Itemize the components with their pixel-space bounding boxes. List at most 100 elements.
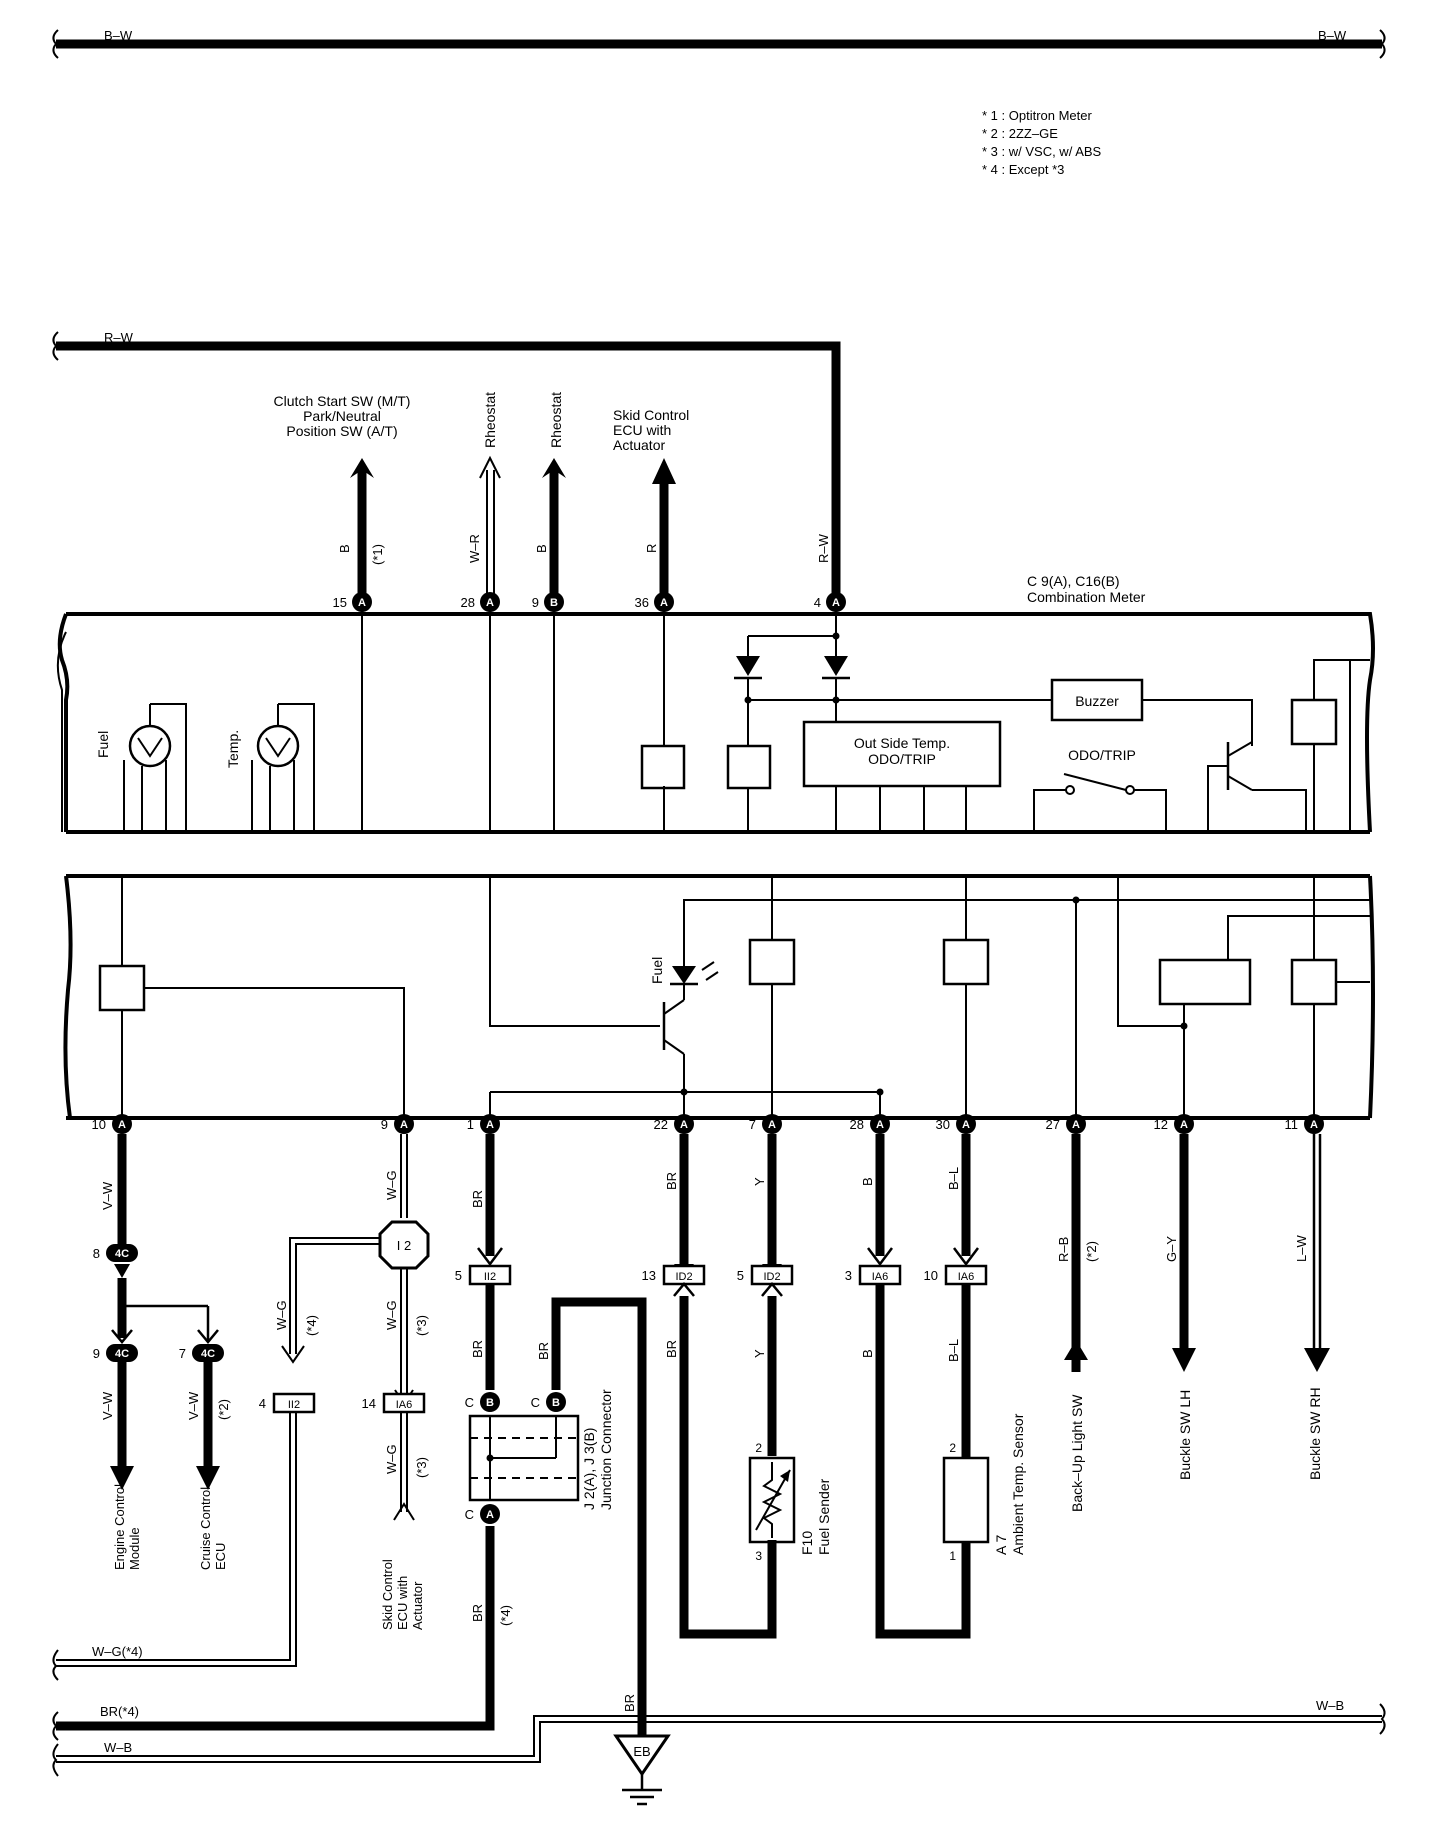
svg-text:A: A [486, 1119, 494, 1131]
wire-color: R–B [1056, 1237, 1071, 1262]
note-2: * 2 : 2ZZ–GE [982, 126, 1058, 141]
wire-color: V–W [100, 1181, 115, 1210]
arrow-up-icon [652, 458, 676, 484]
wire-color: V–W [186, 1391, 201, 1420]
svg-text:A: A [962, 1119, 970, 1131]
bottom-buses: W–G(*4) BR(*4) W–B W–B EB [52, 1644, 1386, 1806]
arrow-down-icon [110, 1466, 134, 1490]
fuel-sender: 2 3 F10 Fuel Sender [748, 1441, 832, 1563]
diode-icon [824, 656, 848, 676]
outside-temp-box [802, 720, 1002, 788]
cruise-ecu-label: ECU [213, 1543, 228, 1570]
buzzer-label: Buzzer [1075, 693, 1119, 709]
svg-text:A: A [1180, 1119, 1188, 1131]
bottom-wiring: V–W 4C 8 4C 9 4C 7 V–W V–W (*2) Engine C… [56, 1134, 1330, 1736]
pin-number: 5 [455, 1268, 462, 1283]
svg-text:I 2: I 2 [397, 1238, 411, 1253]
ground-label: EB [633, 1744, 650, 1759]
park-neutral-label: Park/Neutral [303, 408, 381, 424]
outside-temp-label: Out Side Temp. [854, 735, 950, 751]
note-1: * 1 : Optitron Meter [982, 108, 1092, 123]
meter-connector-label: C 9(A), C16(B) [1027, 573, 1120, 589]
top-labels: Clutch Start SW (M/T) Park/Neutral Posit… [274, 392, 690, 453]
wire-color: BR [536, 1342, 551, 1360]
pin-number: 13 [642, 1268, 656, 1283]
arrow-down-icon [196, 1466, 220, 1490]
svg-text:A: A [486, 597, 494, 609]
wire-color: B [534, 544, 549, 553]
ambient-sensor-label: Ambient Temp. Sensor [1010, 1413, 1026, 1555]
svg-text:3: 3 [755, 1549, 762, 1563]
wire-color: Y [752, 1349, 767, 1358]
svg-text:II2: II2 [288, 1399, 300, 1411]
temp-gauge-icon [256, 724, 300, 768]
ecm-label: Engine Control [112, 1484, 127, 1570]
wire-color: W–G [384, 1170, 399, 1200]
skid-ecu-label: ECU with [613, 422, 671, 438]
svg-text:IA6: IA6 [396, 1399, 413, 1411]
bus-label: B–W [104, 28, 133, 43]
svg-text:2: 2 [755, 1441, 762, 1455]
wire-color: B–L [946, 1167, 961, 1190]
svg-text:A: A [1072, 1119, 1080, 1131]
svg-text:4C: 4C [115, 1348, 129, 1360]
meter-element-box [1290, 698, 1338, 746]
pin-36: A [654, 592, 674, 612]
position-sw-label: Position SW (A/T) [286, 423, 397, 439]
svg-text:C: C [465, 1395, 474, 1410]
meter-element-box [942, 938, 990, 986]
svg-text:C: C [531, 1395, 540, 1410]
buckle-rh-label: Buckle SW RH [1307, 1387, 1323, 1480]
svg-text:A: A [118, 1119, 126, 1131]
wire-color: R [644, 544, 659, 553]
wire-note: (*1) [370, 544, 385, 565]
wire-color: B [337, 544, 352, 553]
arrow-down-icon [1172, 1348, 1196, 1372]
svg-text:ID2: ID2 [675, 1271, 692, 1283]
connector-id2-13: ID2 [662, 1264, 706, 1286]
note-3: * 3 : w/ VSC, w/ ABS [982, 144, 1102, 159]
pin-number: 10 [924, 1268, 938, 1283]
svg-text:II2: II2 [484, 1271, 496, 1283]
svg-text:A: A [768, 1119, 776, 1131]
connector-ia6-10: IA6 [944, 1264, 988, 1286]
switch-icon [1065, 785, 1075, 795]
pin-number: 14 [362, 1396, 376, 1411]
svg-text:IA6: IA6 [958, 1271, 975, 1283]
wire-color: W–G [384, 1300, 399, 1330]
fuel-gauge-label: Fuel [95, 731, 111, 758]
bus-bw-top: B–W B–W [52, 28, 1386, 59]
skid-ecu-label: Skid Control [613, 407, 689, 423]
pin-number: 9 [532, 595, 539, 610]
clutch-sw-label: Clutch Start SW (M/T) [274, 393, 411, 409]
bus-label: R–W [104, 330, 134, 345]
bus-label: W–B [1316, 1698, 1344, 1713]
wire-color: BR [470, 1604, 485, 1622]
svg-text:IA6: IA6 [872, 1271, 889, 1283]
arrow-down-icon [1304, 1348, 1330, 1372]
wire-color: L–W [1294, 1235, 1309, 1262]
pin-28: A [480, 592, 500, 612]
pin-number: 9 [381, 1117, 388, 1132]
junction-connector: B C B C A C J 2(A), J 3(B) Junction Conn… [465, 1389, 614, 1524]
connector-ia6-3: IA6 [858, 1264, 902, 1286]
wire-note: (*4) [498, 1605, 513, 1626]
pin-number: 22 [654, 1117, 668, 1132]
fuel-gauge-icon [128, 724, 172, 768]
skid-ecu-label: Skid Control [380, 1559, 395, 1630]
meter-element-box [1290, 958, 1338, 1006]
ground-eb: EB [613, 1734, 671, 1806]
ambient-temp-sensor: 2 1 A 7 Ambient Temp. Sensor [942, 1413, 1026, 1563]
fuel-sender-label: Fuel Sender [816, 1478, 832, 1555]
pin-9: B [544, 592, 564, 612]
pin-number: 9 [93, 1346, 100, 1361]
pin-number: 30 [936, 1117, 950, 1132]
bus-label: BR(*4) [100, 1704, 139, 1719]
bottom-pins: A 10 A 9 A 1 A 22 A 7 A 28 A 30 A 27 A 1… [92, 1114, 1324, 1134]
wire-note: (*3) [414, 1315, 429, 1336]
svg-text:4C: 4C [201, 1348, 215, 1360]
meter-element-box [726, 744, 772, 790]
wire-color: V–W [100, 1391, 115, 1420]
fuel-sender-label: F10 [799, 1531, 815, 1555]
